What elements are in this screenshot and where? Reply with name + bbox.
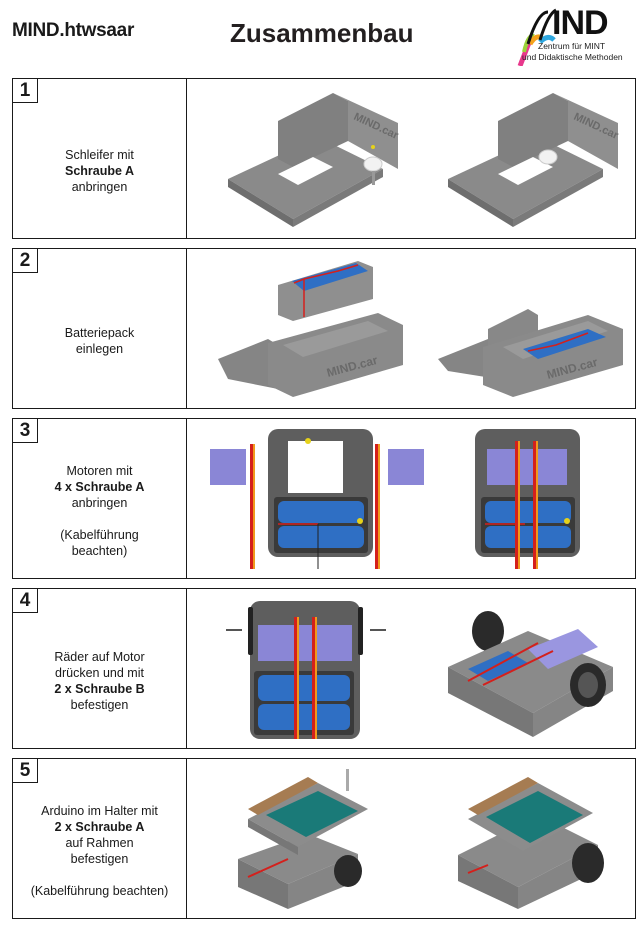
step-description: Schleifer mit Schraube A anbringen [13,103,186,238]
arduino-exploded-image [238,769,368,909]
step-description-cell: 5 Arduino im Halter mit 2 x Schraube A a… [13,759,187,918]
desc-line-bold: Schraube A [64,163,134,178]
desc-line: drücken und mit [55,665,144,680]
desc-line: beachten) [71,543,128,558]
desc-line: Arduino im Halter mit [41,803,158,818]
step-number: 5 [13,759,38,783]
step-number: 3 [13,419,38,443]
desc-line: anbringen [71,495,128,510]
step-number: 4 [13,589,38,613]
desc-line-bold: 4 x Schraube A [54,479,145,494]
chassis-slider-assembled-image: MIND.car [448,93,621,227]
motors-exploded-image [210,429,424,569]
page-title: Zusammenbau [230,18,414,48]
step-3: 3 Motoren mit 4 x Schraube A anbringen (… [12,418,636,579]
motors-mounted-image [475,429,580,569]
chassis-slider-exploded-image: MIND.car [228,93,401,227]
step-description-cell: 3 Motoren mit 4 x Schraube A anbringen (… [13,419,187,578]
step-1: 1 Schleifer mit Schraube A anbringen MIN… [12,78,636,239]
desc-line: Motoren mit [66,463,133,478]
step-description: Räder auf Motor drücken und mit 2 x Schr… [13,613,186,748]
mu-swoosh-icon [517,8,557,66]
desc-line: einlegen [75,341,124,356]
step-number: 2 [13,249,38,273]
logo-line-1: Zentrum für MINT [538,41,606,51]
desc-line-bold: 2 x Schraube B [54,681,145,696]
step-description-cell: 4 Räder auf Motor drücken und mit 2 x Sc… [13,589,187,748]
arduino-mounted-image [458,777,604,909]
wheels-mounted-image [448,611,613,737]
desc-line: (Kabelführung [60,527,139,542]
desc-line: befestigen [70,697,129,712]
desc-line: (Kabelführung beachten) [30,883,169,898]
desc-line: Batteriepack [64,325,135,340]
step-5: 5 Arduino im Halter mit 2 x Schraube A a… [12,758,636,919]
step-number: 1 [13,79,38,103]
logo-mark: IND [552,4,609,42]
battery-pack-inserted-image: MIND.car [438,309,623,397]
desc-line: Räder auf Motor [54,649,145,664]
step-description: Motoren mit 4 x Schraube A anbringen (Ka… [13,443,186,578]
mind-logo: IND Zentrum für MINT und Didaktische Met… [500,4,640,66]
desc-line: auf Rahmen [65,835,134,850]
desc-line: anbringen [71,179,128,194]
step-description: Arduino im Halter mit 2 x Schraube A auf… [13,783,186,918]
step-description-cell: 1 Schleifer mit Schraube A anbringen [13,79,187,238]
step-images [188,589,635,748]
step-images [188,759,635,918]
step-description-cell: 2 Batteriepack einlegen [13,249,187,408]
brand-logo-text: MIND.htwsaar [12,20,135,41]
desc-line-bold: 2 x Schraube A [54,819,145,834]
step-images: MIND.car MIND.car [188,79,635,238]
logo-line-2: und Didaktische Methoden [522,52,623,62]
step-images [188,419,635,578]
desc-line: Schleifer mit [65,147,134,162]
step-2: 2 Batteriepack einlegen MIND.car MIND.ca… [12,248,636,409]
step-4: 4 Räder auf Motor drücken und mit 2 x Sc… [12,588,636,749]
desc-line: befestigen [70,851,129,866]
battery-pack-exploded-image: MIND.car [218,261,403,397]
step-images: MIND.car MIND.car [188,249,635,408]
step-description: Batteriepack einlegen [13,273,186,408]
wheels-exploded-image [226,601,386,739]
